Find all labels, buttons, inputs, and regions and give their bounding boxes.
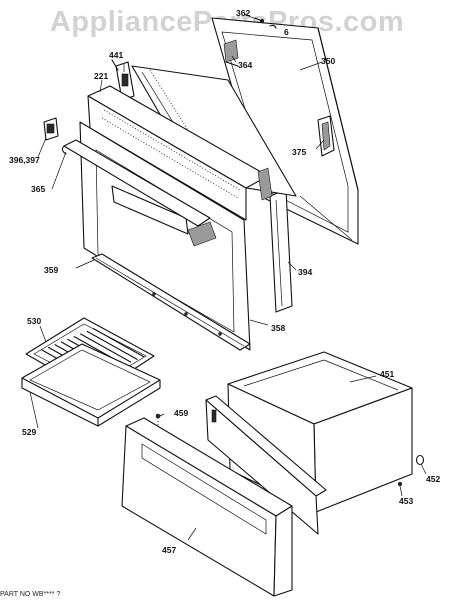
part-396-clip	[43, 117, 59, 141]
grid-slot	[93, 328, 145, 358]
callout-394: 394	[298, 267, 313, 277]
callout-453: 453	[399, 496, 414, 506]
part-362-screw	[254, 17, 277, 29]
grid-slot	[80, 333, 132, 363]
footer-part-number: PART NO WB**** ?	[0, 591, 61, 598]
part-453-screw	[397, 481, 403, 487]
leader-lines	[29, 13, 427, 541]
part-457-drawer-front	[121, 417, 293, 597]
callout-452: 452	[426, 474, 441, 484]
callout-6: 6	[284, 27, 289, 37]
callout-365: 365	[31, 184, 46, 194]
callout-396-397: 396,397	[9, 155, 40, 165]
part-359-bottom-trim	[91, 253, 251, 351]
callout-457: 457	[162, 545, 177, 555]
callout-358: 358	[271, 323, 286, 333]
part-529-broiler-pan	[21, 343, 161, 427]
part-375-hinge-cover	[317, 115, 335, 157]
callout-441: 441	[109, 50, 124, 60]
callout-364: 364	[238, 60, 253, 70]
callout-529: 529	[22, 427, 37, 437]
part-365-handle	[61, 139, 211, 227]
callout-350: 350	[321, 56, 336, 66]
part-441-hinge	[111, 59, 135, 101]
callout-530: 530	[27, 316, 42, 326]
callout-451: 451	[380, 369, 395, 379]
part-drawer-flange	[205, 395, 327, 535]
callout-362: 362	[236, 8, 251, 18]
part-221-door-top	[87, 85, 273, 221]
callout-359: 359	[44, 265, 59, 275]
callout-459: 459	[174, 408, 189, 418]
callout-221: 221	[94, 71, 109, 81]
part-452-bumper	[415, 454, 425, 466]
callout-375: 375	[292, 147, 307, 157]
part-364-bracket	[223, 39, 239, 67]
grid-slot	[86, 330, 138, 360]
